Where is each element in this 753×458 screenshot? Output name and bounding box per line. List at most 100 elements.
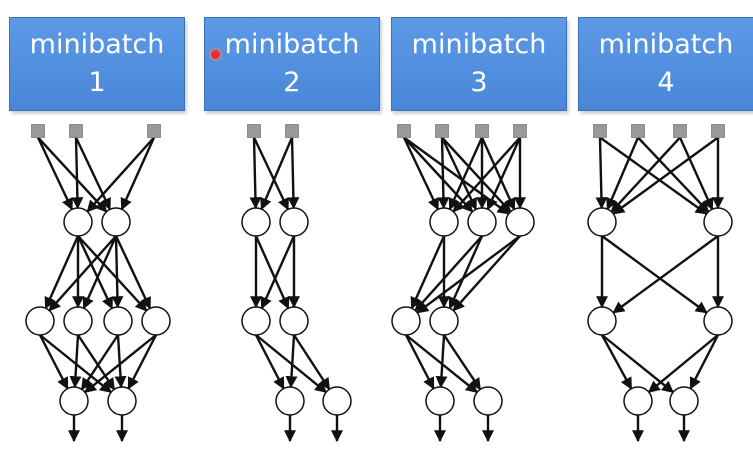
minibatch-2-box: minibatch 2 [204, 17, 380, 111]
neuron-node [101, 207, 131, 237]
connection-arrow [77, 235, 148, 312]
connection-arrow [440, 136, 478, 211]
connection-arrow [414, 235, 483, 312]
neuron-node [279, 207, 309, 237]
neuron-node [141, 306, 171, 336]
neuron-node [391, 306, 421, 336]
connection-arrow [612, 136, 719, 215]
connection-arrow [76, 235, 114, 310]
connection-arrow [44, 235, 80, 310]
connection-arrow [435, 334, 448, 389]
input-unit [147, 124, 161, 138]
input-unit [247, 124, 261, 138]
connection-arrow [111, 235, 124, 309]
minibatch-1-box: minibatch 1 [9, 17, 185, 111]
connection-arrow [252, 136, 290, 211]
neuron-node [107, 386, 137, 416]
connection-arrow [452, 235, 521, 312]
connection-arrow [120, 137, 156, 211]
neuron-node [703, 207, 733, 237]
connection-arrow [678, 137, 714, 211]
connection-arrow [38, 334, 69, 390]
connection-arrow [647, 334, 719, 394]
connection-arrow [410, 235, 446, 310]
connection-arrow [689, 334, 720, 390]
connection-arrow [404, 334, 435, 390]
minibatch-4-box: minibatch 4 [578, 17, 753, 111]
minibatch-3-number: 3 [470, 67, 488, 98]
minibatch-4-title: minibatch [598, 29, 734, 60]
neuron-node [429, 207, 459, 237]
connection-arrow [448, 137, 484, 211]
neuron-node [279, 306, 309, 336]
minibatch-4-number: 4 [657, 67, 675, 98]
connection-arrow [595, 137, 608, 210]
connection-arrow [77, 334, 116, 391]
connection-arrow [443, 334, 482, 391]
neuron-node [241, 306, 271, 336]
input-unit [673, 124, 687, 138]
connection-arrow [403, 136, 474, 213]
input-unit [397, 124, 411, 138]
input-unit [513, 124, 527, 138]
neuron-node [25, 306, 55, 336]
input-unit [69, 124, 83, 138]
connection-arrow [610, 136, 681, 213]
connection-arrow [36, 136, 74, 211]
connection-arrow [601, 334, 675, 394]
connection-arrow [127, 334, 158, 390]
connection-arrow [606, 137, 640, 211]
connection-arrow [83, 334, 157, 394]
connection-arrow [403, 136, 510, 215]
connection-arrow [599, 136, 708, 215]
minibatch-1-title: minibatch [29, 29, 165, 60]
connection-arrow [637, 136, 710, 213]
input-unit [285, 124, 299, 138]
connection-arrow [260, 235, 296, 310]
connection-arrow [260, 137, 294, 211]
neuron-node [623, 386, 653, 416]
minibatch-3-box: minibatch 3 [391, 17, 567, 111]
neuron-node [59, 386, 89, 416]
neuron-node [587, 207, 617, 237]
minibatch-3-title: minibatch [411, 29, 547, 60]
neuron-node [63, 306, 93, 336]
neuron-node [275, 386, 305, 416]
connection-arrow [80, 334, 119, 391]
connection-arrow [287, 137, 300, 210]
neuron-node [703, 306, 733, 336]
connection-arrow [452, 136, 521, 213]
neuron-node [429, 306, 459, 336]
neuron-node [467, 207, 497, 237]
connection-arrow [402, 136, 440, 211]
connection-arrow [69, 334, 82, 389]
neuron-node [425, 386, 455, 416]
connection-arrow [114, 235, 152, 310]
connection-arrow [612, 235, 719, 314]
neuron-node [669, 386, 699, 416]
input-unit [475, 124, 489, 138]
connection-arrow [600, 334, 633, 390]
connection-arrow [480, 137, 516, 211]
connection-arrow [37, 136, 108, 213]
connection-arrow [441, 136, 512, 213]
connection-arrow [437, 137, 450, 210]
input-unit [31, 124, 45, 138]
minibatch-2-number: 2 [283, 67, 301, 98]
minibatch-1-number: 1 [88, 67, 106, 98]
connection-arrow [601, 235, 708, 314]
neuron-node [587, 306, 617, 336]
neuron-node [241, 207, 271, 237]
neuron-node [322, 386, 352, 416]
input-unit [593, 124, 607, 138]
connection-arrow [48, 235, 117, 312]
neuron-node [473, 386, 503, 416]
connection-arrow [486, 137, 522, 211]
connection-arrow [74, 136, 112, 211]
input-unit [711, 124, 725, 138]
connection-arrow [285, 334, 298, 389]
minibatch-2-title: minibatch [224, 29, 360, 60]
connection-arrow [292, 334, 331, 391]
